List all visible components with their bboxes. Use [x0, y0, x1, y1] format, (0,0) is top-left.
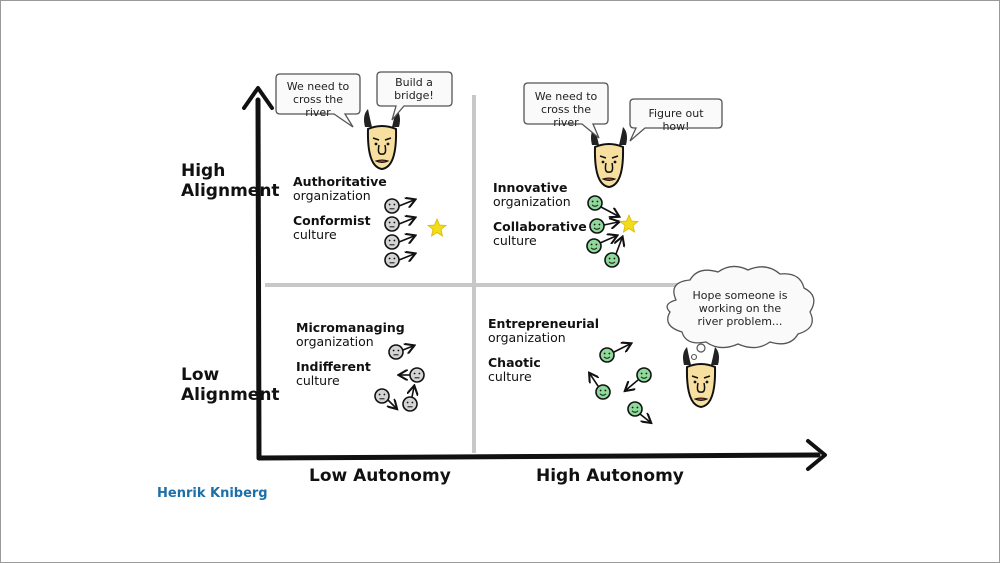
chaotic-people [590, 344, 651, 422]
face-icon [384, 252, 400, 268]
face-icon [627, 401, 643, 417]
indifferent-people [374, 345, 425, 412]
y-axis [255, 97, 262, 461]
face-icon [384, 234, 400, 250]
speech-bubble [275, 73, 361, 128]
collaborative-culture-label: Collaborative culture [493, 219, 587, 249]
speech-bubble [523, 82, 609, 139]
authoritative-organization-label: Authoritative organization [293, 174, 387, 204]
y-high-line-1: High [181, 161, 226, 181]
face-icon [586, 238, 602, 254]
innovative-organization-label: Innovative organization [493, 180, 571, 210]
x-axis-arrowhead [806, 439, 827, 471]
x-axis-low-label: Low Autonomy [309, 466, 451, 486]
author-credit: Henrik Kniberg [157, 486, 268, 501]
leader-avatar [682, 346, 720, 408]
entrepreneurial-organization-label: Entrepreneurial organization [488, 316, 600, 346]
conformist-people [384, 198, 414, 268]
x-axis-high-label: High Autonomy [536, 466, 684, 486]
speech-text-top-left-1: We need to cross the river [286, 80, 350, 120]
thought-cloud [666, 265, 815, 349]
face-icon [384, 198, 400, 214]
face-icon [604, 252, 620, 268]
thought-dot [696, 343, 706, 353]
face-icon [595, 384, 611, 400]
face-icon [374, 388, 390, 404]
face-icon [587, 195, 603, 211]
speech-bubble [376, 71, 453, 121]
leader-avatar [363, 108, 401, 170]
conformist-culture-label: Conformist culture [293, 213, 371, 243]
speech-bubble [629, 98, 723, 142]
thought-dot [690, 353, 698, 361]
face-icon [636, 367, 652, 383]
thought-text: Hope someone is working on the river pro… [692, 289, 788, 329]
star-icon [618, 213, 640, 233]
indifferent-culture-label: Indifferent culture [296, 359, 371, 389]
face-icon [402, 396, 418, 412]
y-low-line-2: Alignment [181, 384, 280, 405]
face-icon [409, 367, 425, 383]
y-low-line-1: Low [181, 365, 220, 385]
y-axis-arrowhead [242, 86, 274, 110]
speech-text-top-left-2: Build a bridge! [394, 76, 434, 103]
star-icon [426, 217, 448, 237]
chaotic-culture-label: Chaotic culture [488, 355, 541, 385]
face-icon [599, 347, 615, 363]
speech-text-top-right-1: We need to cross the river [534, 90, 598, 130]
micromanaging-organization-label: Micromanaging organization [296, 320, 405, 350]
speech-text-top-right-2: Figure out how! [648, 107, 704, 134]
x-axis [256, 452, 821, 461]
y-axis-high-label: High Alignment [181, 161, 280, 201]
y-high-line-2: Alignment [181, 180, 280, 201]
collaborative-people [586, 195, 622, 268]
y-axis-low-label: Low Alignment [181, 365, 280, 405]
face-icon [589, 218, 605, 234]
face-icon [384, 216, 400, 232]
